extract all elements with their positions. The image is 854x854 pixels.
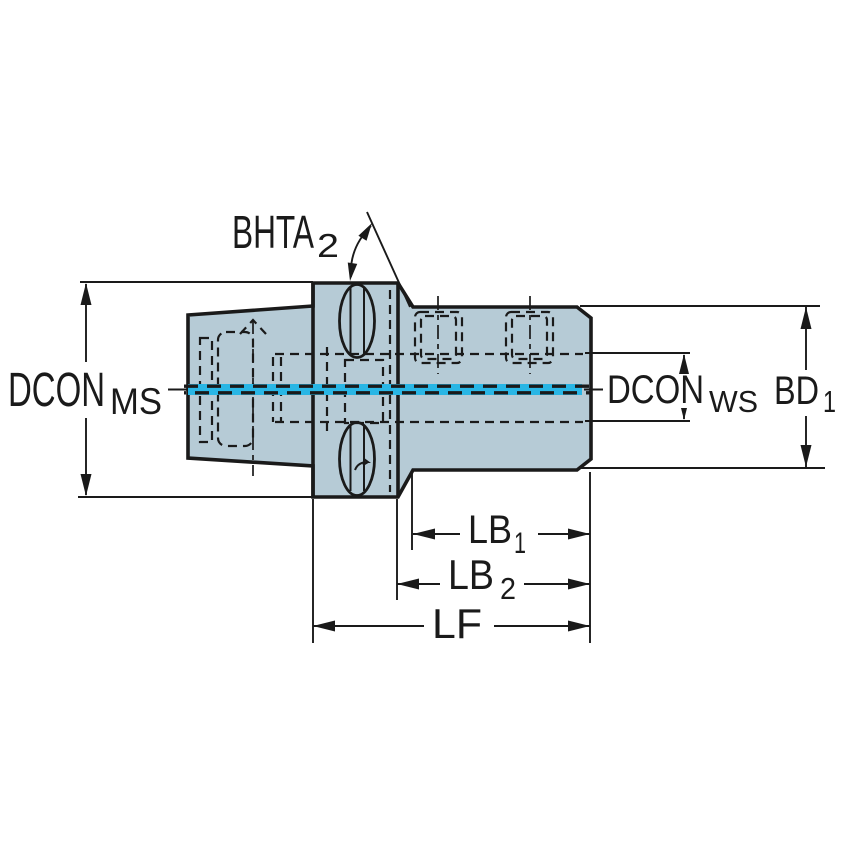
label-backgrounds [2, 362, 846, 644]
label-dcon-ws: DCON WS [607, 368, 758, 419]
label-lb1-base: LB [468, 508, 512, 552]
bhta-reference-line [366, 211, 411, 308]
label-bhta2: BHTA 2 [232, 206, 339, 264]
label-lb1-sub: 1 [514, 527, 526, 560]
label-lf-base: LF [432, 600, 482, 647]
label-dcon-ms-base: DCON [8, 364, 105, 417]
label-bd1-base: BD [774, 369, 819, 413]
label-lf: LF [432, 600, 482, 647]
hidden-lines [198, 290, 583, 492]
label-lb2: LB 2 [448, 551, 516, 606]
label-lb2-sub: 2 [500, 571, 516, 606]
label-dcon-ms: DCON MS [8, 364, 162, 422]
bhta-arc-arrow-bottom [345, 262, 358, 282]
label-lb2-base: LB [448, 551, 494, 598]
label-bd1-sub: 1 [823, 384, 836, 419]
screw-hole-2 [504, 296, 555, 374]
label-bhta2-sub: 2 [317, 227, 339, 264]
centerline [158, 384, 604, 395]
label-lb1: LB 1 [468, 508, 526, 560]
label-bd1: BD 1 [774, 369, 836, 419]
screw-hole-1 [413, 296, 464, 374]
label-dcon-ms-sub: MS [110, 381, 162, 422]
label-bhta2-base: BHTA [232, 206, 314, 258]
label-dcon-ws-sub: WS [709, 384, 758, 419]
rotation-mark [354, 458, 371, 471]
flange-slot-top [338, 283, 376, 359]
label-dcon-ws-base: DCON [607, 368, 704, 412]
dimension-labels: BHTA 2 DCON MS DCON WS BD 1 LB 1 LB 2 LF [8, 206, 836, 647]
